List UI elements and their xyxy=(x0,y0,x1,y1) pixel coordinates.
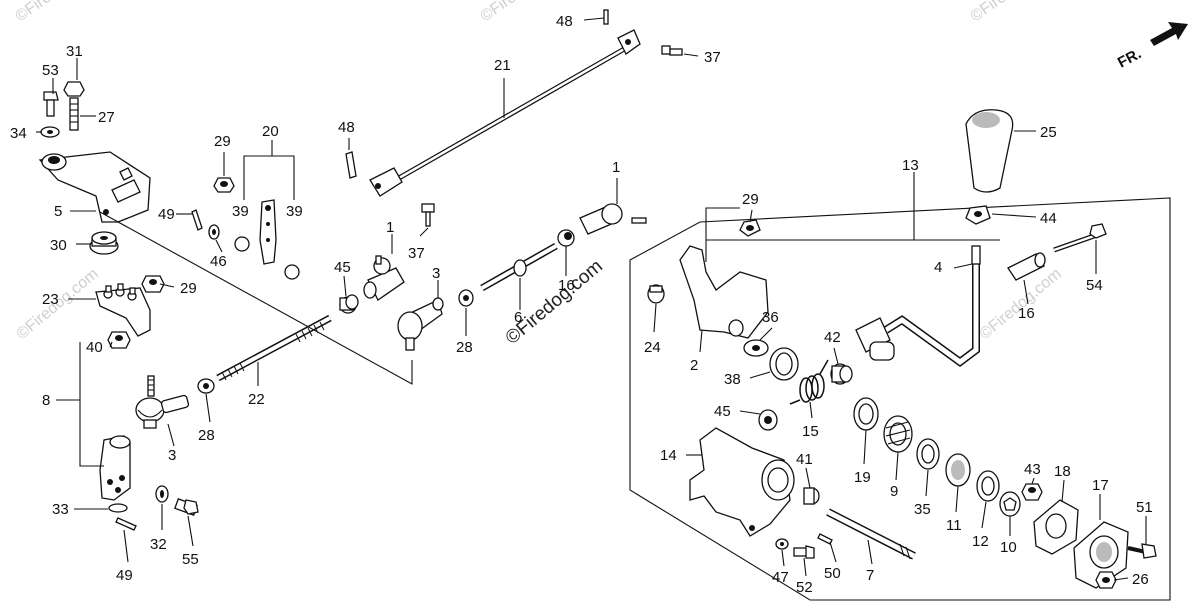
callout-4: 4 xyxy=(934,259,942,276)
callout-21: 21 xyxy=(494,57,511,74)
pins-middle xyxy=(345,151,435,227)
callout-18: 18 xyxy=(1054,463,1071,480)
callout-42: 42 xyxy=(824,329,841,346)
callout-1-right: 1 xyxy=(612,159,620,176)
leader-lines xyxy=(36,17,1147,581)
callout-39-right: 39 xyxy=(286,203,303,220)
callout-8: 8 xyxy=(42,392,50,409)
joints-middle xyxy=(339,255,444,351)
callout-labels: 31 53 27 34 5 30 23 29 40 8 33 49 32 55 … xyxy=(10,13,1153,596)
callout-49-bottom: 49 xyxy=(116,567,133,584)
housing-part-14 xyxy=(689,409,820,537)
nut-part-30 xyxy=(89,231,119,255)
callout-25: 25 xyxy=(1040,124,1057,141)
callout-16-right: 16 xyxy=(1018,305,1035,322)
callout-40: 40 xyxy=(86,339,103,356)
callout-37-top: 37 xyxy=(704,49,721,66)
rod-part-22 xyxy=(197,314,332,394)
cable-part-21 xyxy=(369,9,683,197)
gear-rings xyxy=(853,397,1021,517)
callout-47: 47 xyxy=(772,569,789,586)
callout-15: 15 xyxy=(802,423,819,440)
callout-28-left: 28 xyxy=(198,427,215,444)
callout-12: 12 xyxy=(972,533,989,550)
callout-37-mid: 37 xyxy=(408,245,425,262)
callout-41: 41 xyxy=(796,451,813,468)
callout-29-top: 29 xyxy=(214,133,231,150)
callout-16-mid: 16 xyxy=(558,277,575,294)
callout-36: 36 xyxy=(762,309,779,326)
callout-29-left: 29 xyxy=(180,280,197,297)
callout-28-mid: 28 xyxy=(456,339,473,356)
arm-part-8 xyxy=(99,375,190,501)
callout-31: 31 xyxy=(66,43,83,60)
callout-52: 52 xyxy=(796,579,813,596)
lever-part-20 xyxy=(191,177,300,280)
callout-17: 17 xyxy=(1092,477,1109,494)
spring-part-15 xyxy=(789,359,853,405)
shift-knob-part-25 xyxy=(965,109,1014,225)
assembly-outline xyxy=(629,197,1171,601)
callout-39-left: 39 xyxy=(232,203,249,220)
callout-38: 38 xyxy=(724,371,741,388)
watermarks: ©Firedog.com ©Firedog.com ©Firedog.com ©… xyxy=(13,0,1065,349)
callout-22: 22 xyxy=(248,391,265,408)
callout-14: 14 xyxy=(660,447,677,464)
callout-30: 30 xyxy=(50,237,67,254)
callout-43: 43 xyxy=(1024,461,1041,478)
callout-45-right: 45 xyxy=(714,403,731,420)
callout-48-top: 48 xyxy=(556,13,573,30)
callout-7: 7 xyxy=(866,567,874,584)
arrow-icon xyxy=(1150,22,1188,46)
callout-51: 51 xyxy=(1136,499,1153,516)
callout-13: 13 xyxy=(902,157,919,174)
plate-part-23 xyxy=(95,275,165,337)
callout-27: 27 xyxy=(98,109,115,126)
callout-48-mid: 48 xyxy=(338,119,355,136)
bracket-part-5 xyxy=(38,151,151,223)
shift-lever-part-4 xyxy=(855,245,981,367)
callout-50: 50 xyxy=(824,565,841,582)
callout-55: 55 xyxy=(182,551,199,568)
callout-3-mid: 3 xyxy=(432,265,440,282)
callout-35: 35 xyxy=(914,501,931,518)
shaft-part-7 xyxy=(775,508,916,560)
callout-26: 26 xyxy=(1132,571,1149,588)
callout-11: 11 xyxy=(946,517,962,534)
callout-10: 10 xyxy=(1000,539,1017,556)
callout-32: 32 xyxy=(150,536,167,553)
cover-parts xyxy=(1021,483,1157,589)
callout-29-right: 29 xyxy=(742,191,759,208)
callout-44: 44 xyxy=(1040,210,1057,227)
callout-45-left: 45 xyxy=(334,259,351,276)
watermark-text: ©Firedog.com xyxy=(13,0,105,25)
callout-5: 5 xyxy=(54,203,62,220)
callout-1-left: 1 xyxy=(386,219,394,236)
callout-33: 33 xyxy=(52,501,69,518)
nut-part-40 xyxy=(107,331,131,349)
callout-24: 24 xyxy=(644,339,661,356)
bracket-part-2 xyxy=(647,219,799,381)
front-direction-marker: FR. xyxy=(1115,22,1188,72)
shaft-part-6 xyxy=(458,203,647,307)
callout-49-top: 49 xyxy=(158,206,175,223)
sleeve-part-16 xyxy=(1007,223,1107,281)
watermark-text: ©Firedog.com xyxy=(968,0,1060,25)
callout-20: 20 xyxy=(262,123,279,140)
callout-3-left: 3 xyxy=(168,447,176,464)
callout-2: 2 xyxy=(690,357,698,374)
callout-19: 19 xyxy=(854,469,871,486)
callout-53: 53 xyxy=(42,62,59,79)
fasteners-top-left xyxy=(40,81,85,138)
callout-9: 9 xyxy=(890,483,898,500)
callout-6: 6 xyxy=(514,309,522,326)
callout-54: 54 xyxy=(1086,277,1103,294)
callout-23: 23 xyxy=(42,291,59,308)
callout-46: 46 xyxy=(210,253,227,270)
fasteners-bottom-left xyxy=(108,485,199,531)
callout-34: 34 xyxy=(10,125,27,142)
fr-label: FR. xyxy=(1115,45,1144,71)
